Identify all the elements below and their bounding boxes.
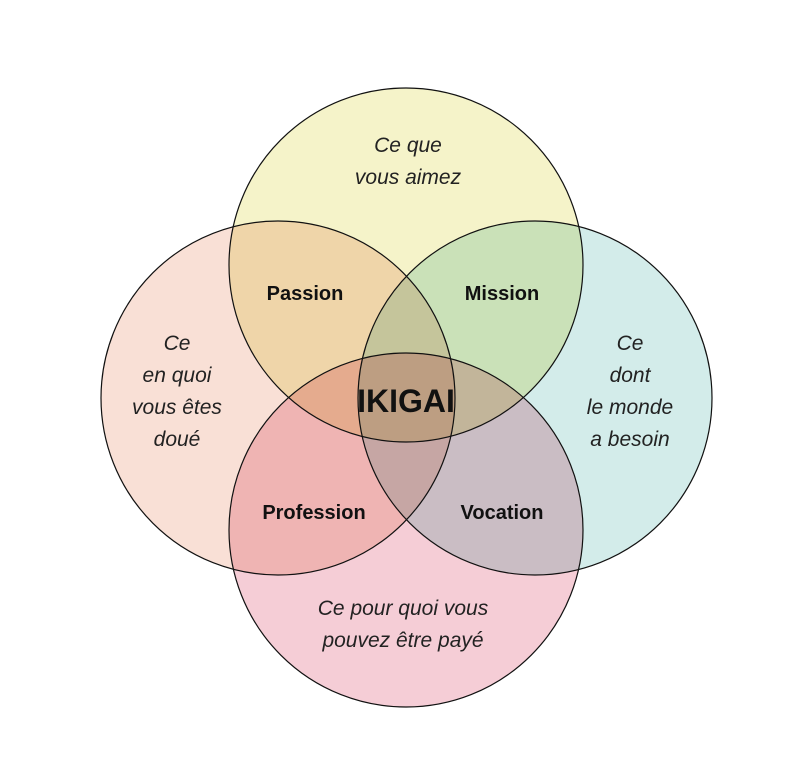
circle-love-outline xyxy=(228,87,584,443)
circle-paid-for-outline xyxy=(228,352,584,708)
profession-label: Profession xyxy=(262,502,365,524)
circle-world-needs-outline xyxy=(357,220,713,576)
circle-paid-for xyxy=(229,353,583,707)
good-at-label-line4: doué xyxy=(154,428,201,451)
mission-label: Mission xyxy=(465,283,539,305)
love-label-line2: vous aimez xyxy=(355,166,462,189)
world-needs-label-line1: Ce xyxy=(617,332,644,355)
world-needs-label-line4: a besoin xyxy=(590,428,669,451)
good-at-label-line3: vous êtes xyxy=(132,396,222,419)
world-needs-label-line2: dont xyxy=(610,364,652,387)
ikigai-center-label: IKIGAI xyxy=(357,383,455,419)
paid-for-label-line1: Ce pour quoi vous xyxy=(318,597,489,620)
circle-good-at-outline xyxy=(100,220,456,576)
good-at-label-line1: Ce xyxy=(164,332,191,355)
good-at-label-line2: en quoi xyxy=(143,364,213,387)
love-label-line1: Ce que xyxy=(374,134,442,157)
passion-label: Passion xyxy=(267,283,344,305)
paid-for-label-line2: pouvez être payé xyxy=(321,629,483,652)
world-needs-label-line3: le monde xyxy=(587,396,673,419)
vocation-label: Vocation xyxy=(461,502,544,524)
